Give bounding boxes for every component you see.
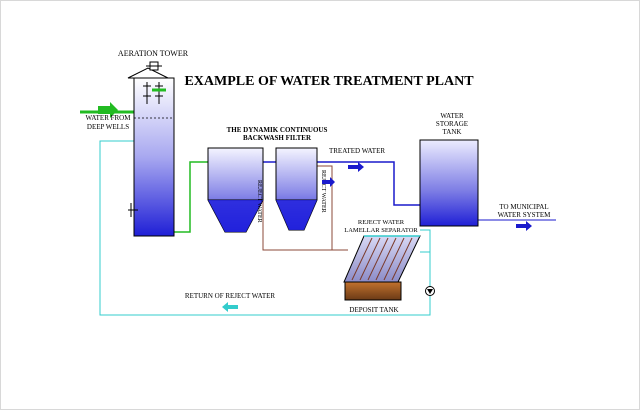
aeration-tower-label: AERATION TOWER — [118, 49, 189, 58]
municipal-label-1: TO MUNICIPAL — [499, 203, 548, 211]
return-pipe — [99, 140, 431, 316]
filter-flow-arrow-icon — [322, 177, 335, 187]
treated-arrow-icon — [348, 162, 364, 172]
municipal-arrow-icon — [516, 221, 532, 231]
aeration-tower — [127, 61, 175, 237]
deposit-tank-label: DEPOSIT TANK — [349, 306, 398, 314]
reject-water-label-1: REJECT WATER — [256, 180, 262, 223]
inlet-arrow-icon — [98, 102, 118, 118]
return-arrow-icon — [222, 302, 238, 312]
separator-label-2: LAMELLAR SEPARATOR — [344, 227, 418, 234]
filter-2 — [275, 147, 318, 231]
reject-water-pipe-2 — [317, 165, 333, 250]
lamellar-separator — [343, 235, 421, 283]
storage-label-1: WATER — [440, 112, 464, 120]
pump-icon — [425, 286, 435, 296]
filter-label-1: THE DYNAMIK CONTINUOUS — [227, 126, 328, 134]
separator-label-1: REJECT WATER — [358, 219, 405, 226]
municipal-label-2: WATER SYSTEM — [498, 211, 551, 219]
deposit-tank — [344, 281, 402, 301]
treated-water-label: TREATED WATER — [329, 147, 385, 155]
storage-label-2: STORAGE — [436, 120, 468, 128]
water-from-label-1: WATER FROM — [86, 114, 132, 122]
filter-1 — [207, 147, 264, 233]
reject-water-label-2: REJECT WATER — [320, 170, 326, 213]
treated-water-pipe — [317, 161, 420, 206]
water-from-label-2: DEEP WELLS — [87, 123, 129, 131]
return-reject-label: RETURN OF REJECT WATER — [185, 292, 275, 300]
storage-label-3: TANK — [443, 128, 462, 136]
filter-label-2: BACKWASH FILTER — [243, 134, 312, 142]
diagram-title: EXAMPLE OF WATER TREATMENT PLANT — [184, 74, 474, 89]
water-storage-tank — [419, 139, 479, 227]
tower-to-filter-pipe — [173, 161, 208, 233]
